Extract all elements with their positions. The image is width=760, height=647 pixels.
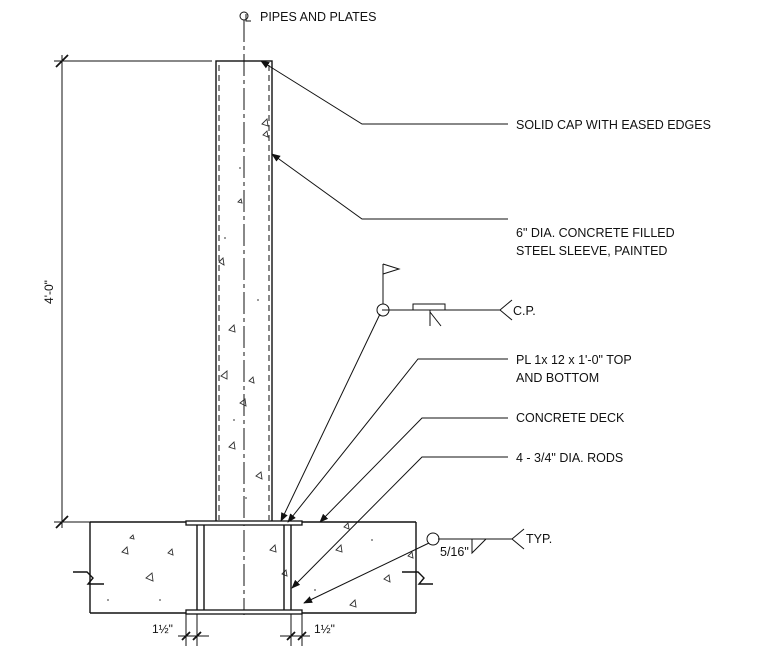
cap-label: SOLID CAP WITH EASED EDGES [516,118,711,132]
offset-dimension-left-label: 1½" [152,622,173,636]
weld-symbol-cp [280,263,513,522]
typ-label: TYP. [526,532,552,546]
height-dimension-label: 4'-0" [42,280,56,304]
height-dimension [54,54,212,529]
break-line-icon [73,571,433,585]
leader-cap [260,60,508,125]
concrete-deck [89,521,417,614]
offset-dimension-right-label: 1½" [314,622,335,636]
sleeve-label-line2: STEEL SLEEVE, PAINTED [516,244,667,258]
bottom-plate [185,609,303,615]
offset-dimension-right [280,614,310,646]
weld-all-around-icon [376,303,390,317]
weld-size-label: 5/16" [440,545,469,559]
top-plate [185,520,303,526]
leader-rods [291,456,508,589]
fillet-weld-icon [471,538,487,555]
sleeve-label-line1: 6" DIA. CONCRETE FILLED [516,226,675,240]
centerline-label: PIPES AND PLATES [260,10,376,24]
leader-plate [287,358,508,523]
rods [196,525,292,610]
rods-label: 4 - 3/4" DIA. RODS [516,451,623,465]
plate-label-line2: AND BOTTOM [516,371,599,385]
leader-sleeve [271,153,508,220]
offset-dimension-left [178,614,209,646]
weld-all-around-icon [426,532,440,546]
centerline-icon [239,11,251,22]
sleeve-aggregate [218,118,269,499]
deck-label: CONCRETE DECK [516,411,625,425]
weld-symbol-typ [303,528,525,604]
field-weld-flag-icon [382,263,401,304]
leader-deck [319,417,508,523]
cp-label: C.P. [513,304,536,318]
plate-label-line1: PL 1x 12 x 1'-0" TOP [516,353,632,367]
deck-aggregate [107,522,414,608]
